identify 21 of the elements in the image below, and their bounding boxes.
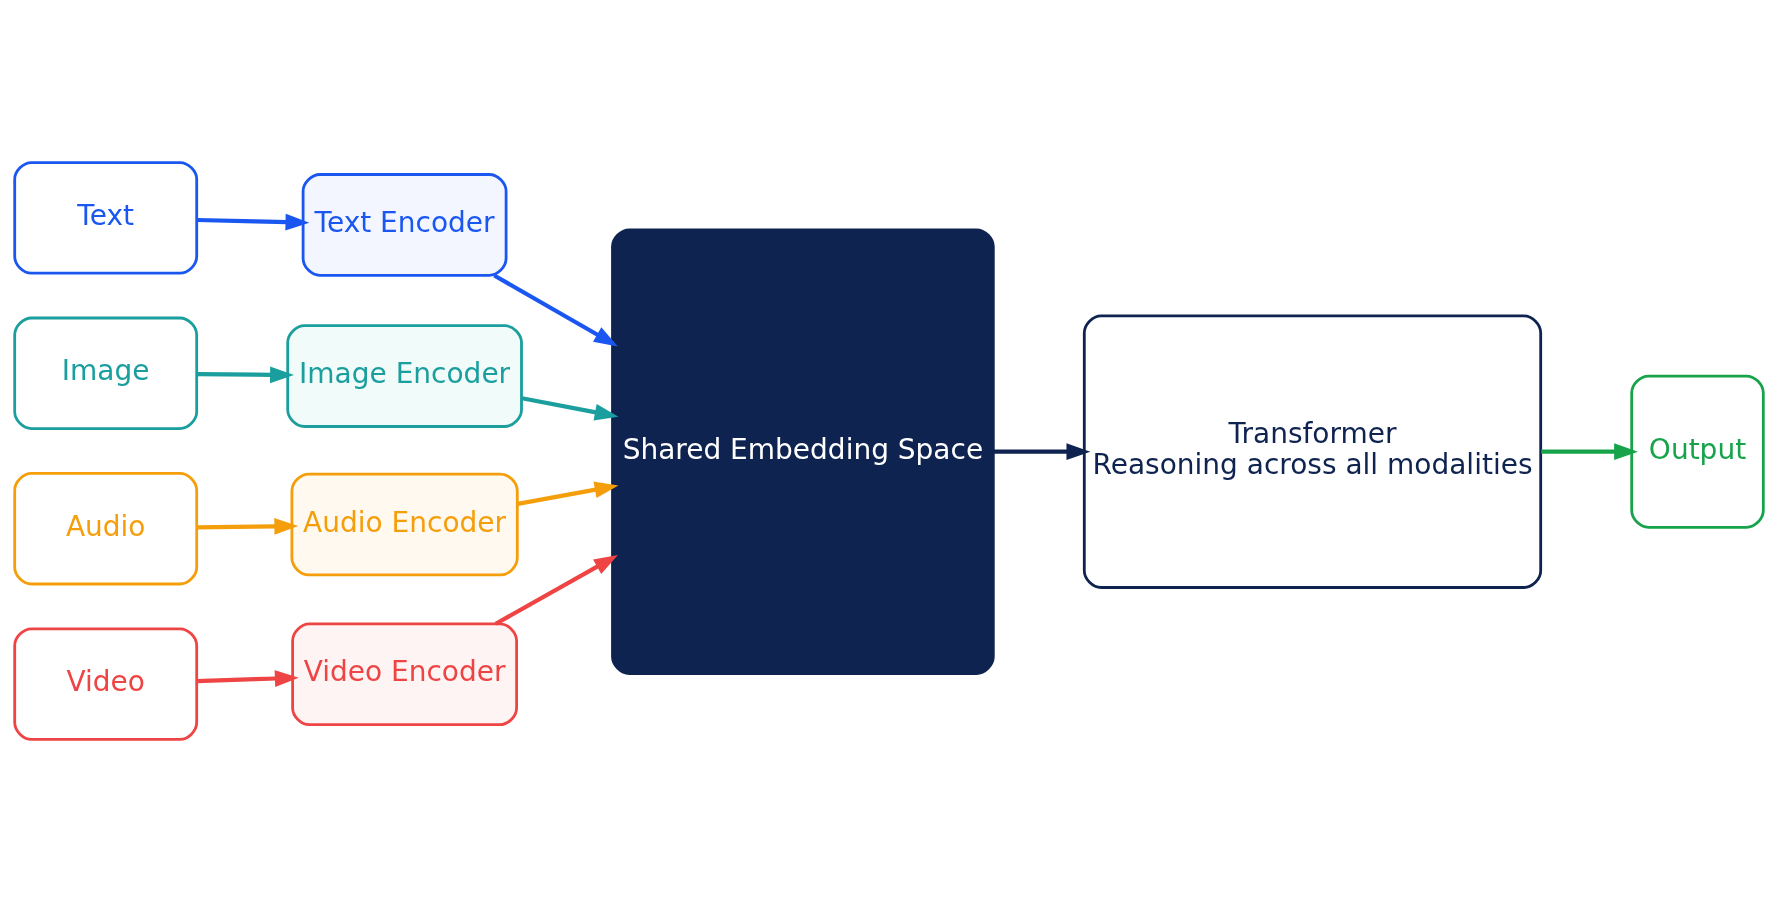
arrow bbox=[494, 555, 618, 626]
node-box: Image bbox=[13, 316, 199, 430]
arrow bbox=[521, 396, 619, 421]
node-box: Text Encoder bbox=[301, 173, 508, 277]
arrow bbox=[196, 213, 310, 231]
arrow bbox=[196, 670, 299, 687]
node-box: Transformer Reasoning across all modalities bbox=[1082, 314, 1543, 589]
node-box: Output bbox=[1630, 374, 1765, 529]
node-box: Audio bbox=[13, 472, 199, 586]
node-box: Video bbox=[13, 627, 199, 741]
arrow bbox=[993, 443, 1091, 461]
node-box: Audio Encoder bbox=[290, 472, 519, 577]
node-box: Video Encoder bbox=[291, 622, 518, 727]
arrow bbox=[196, 366, 294, 384]
arrow bbox=[517, 481, 619, 506]
node-box: Shared Embedding Space bbox=[611, 228, 995, 675]
arrow bbox=[1541, 443, 1638, 461]
node-box: Image Encoder bbox=[286, 324, 523, 428]
arrow bbox=[493, 273, 618, 347]
node-box: Text bbox=[13, 161, 199, 275]
arrow bbox=[196, 517, 299, 535]
